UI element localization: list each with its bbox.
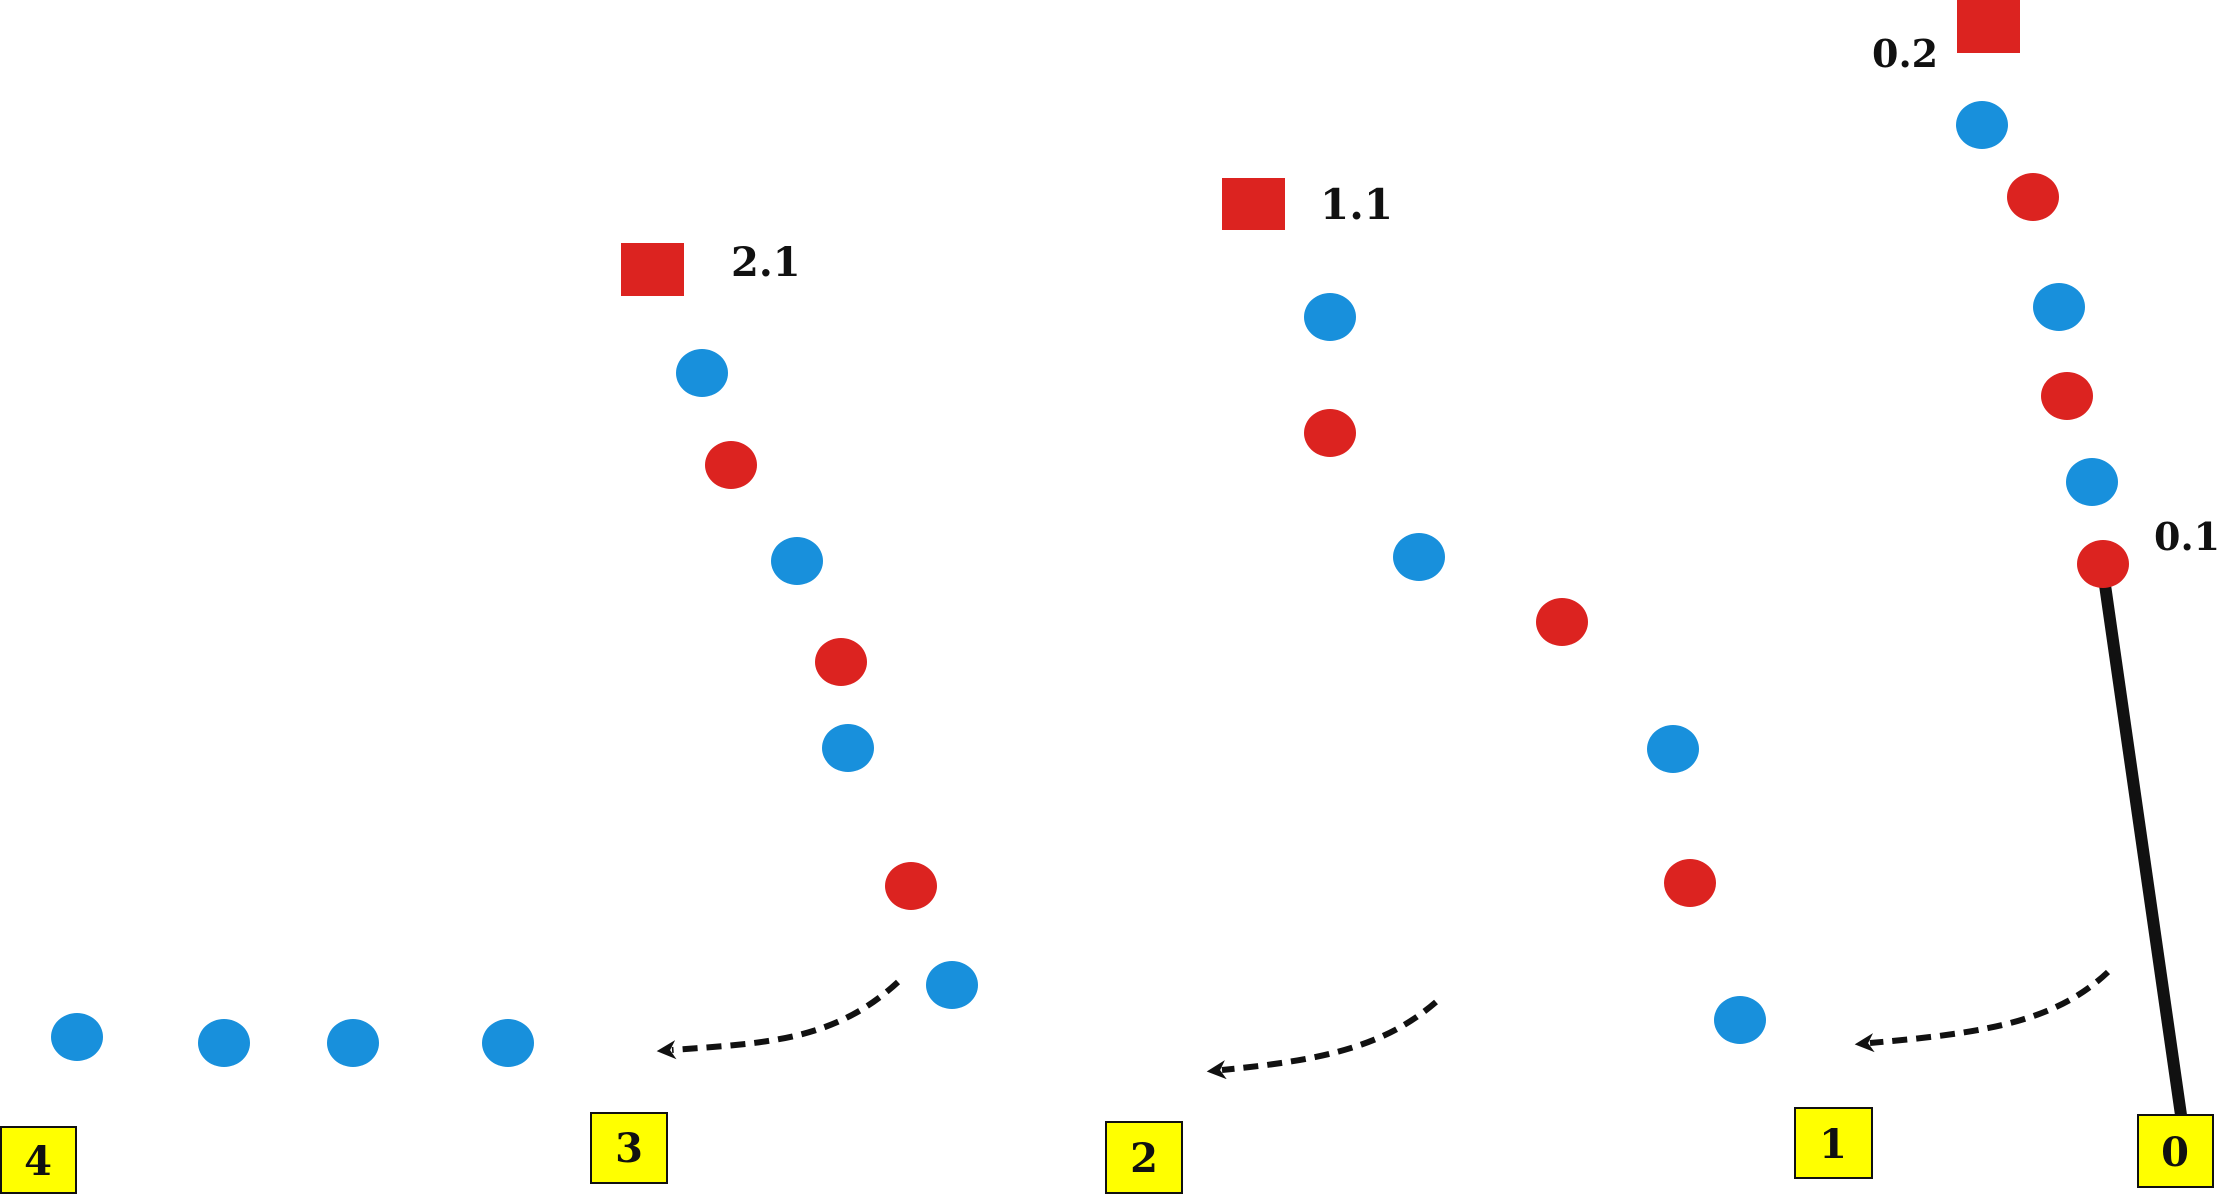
dot-blue (1714, 996, 1766, 1044)
chain-0 (1956, 101, 2129, 588)
chain-2 (676, 349, 978, 1009)
dot-blue (1393, 533, 1445, 581)
label-0-1: 0.1 (2154, 514, 2217, 559)
dot-red (2041, 372, 2093, 420)
dot-blue (822, 724, 874, 772)
box-0-label: 0 (2161, 1129, 2189, 1176)
square-1-1 (1222, 178, 1285, 230)
dot-blue (1647, 725, 1699, 773)
dot-red (1664, 859, 1716, 907)
box-1-label: 1 (1819, 1121, 1847, 1168)
dot-blue (771, 537, 823, 585)
arrow-2-to-3 (656, 979, 901, 1060)
dot-red (2077, 540, 2129, 588)
dot-red (705, 441, 757, 489)
square-0-2 (1957, 0, 2020, 53)
dot-blue (2066, 458, 2118, 506)
dot-red (1304, 409, 1356, 457)
dot-red (815, 638, 867, 686)
dot-blue (676, 349, 728, 397)
box-0: 0 (2137, 1114, 2214, 1188)
box-4-label: 4 (24, 1138, 52, 1185)
box-2-label: 2 (1130, 1135, 1158, 1182)
dot-red (1536, 598, 1588, 646)
box-3: 3 (590, 1112, 668, 1184)
arrow-0-to-1 (1854, 969, 2111, 1053)
square-2-1 (621, 243, 684, 296)
chain-1 (1304, 293, 1766, 1044)
dot-red (885, 862, 937, 910)
dot-blue (926, 961, 978, 1009)
dot-blue (482, 1019, 534, 1067)
dot-blue (198, 1019, 250, 1067)
dot-red (2007, 173, 2059, 221)
dot-blue (2033, 283, 2085, 331)
dot-blue (51, 1013, 103, 1061)
chain-3 (51, 1013, 534, 1067)
dot-blue (327, 1019, 379, 1067)
pole-line (2099, 584, 2188, 1123)
box-1: 1 (1794, 1107, 1873, 1179)
box-4: 4 (0, 1126, 77, 1194)
box-3-label: 3 (615, 1125, 643, 1172)
box-2: 2 (1105, 1121, 1183, 1194)
label-1-1: 1.1 (1320, 180, 1393, 229)
label-0-2: 0.2 (1872, 31, 1938, 76)
dot-blue (1304, 293, 1356, 341)
dot-blue (1956, 101, 2008, 149)
arrow-1-to-2 (1206, 999, 1438, 1080)
label-2-1: 2.1 (731, 239, 801, 286)
